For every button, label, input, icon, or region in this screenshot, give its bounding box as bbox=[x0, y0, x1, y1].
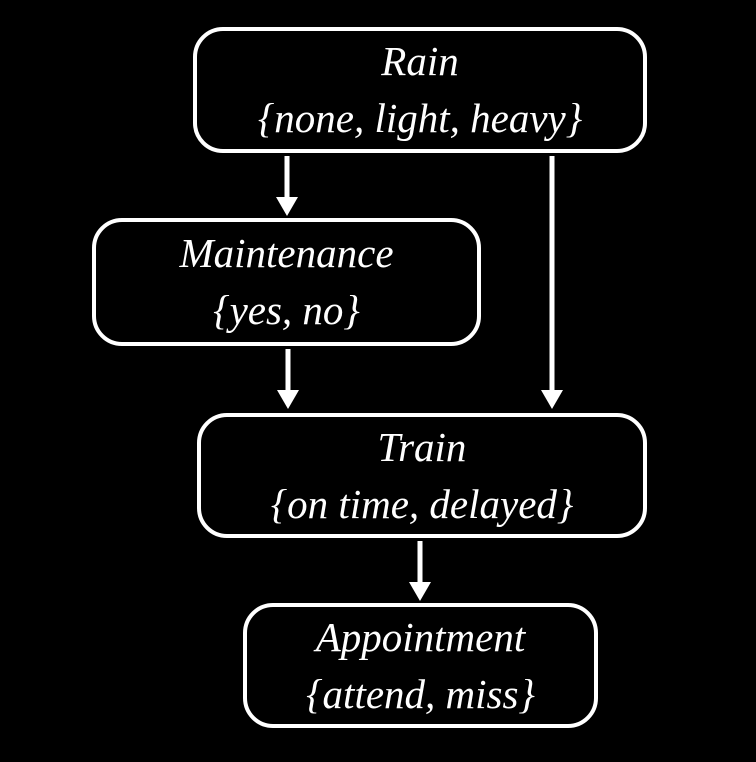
node-appointment-domain: {attend, miss} bbox=[306, 670, 535, 717]
node-maintenance-name: Maintenance bbox=[179, 230, 394, 277]
node-train: Train {on time, delayed} bbox=[197, 413, 647, 538]
node-rain-domain: {none, light, heavy} bbox=[257, 95, 583, 141]
node-rain: Rain {none, light, heavy} bbox=[193, 27, 647, 153]
node-appointment-name: Appointment bbox=[315, 613, 526, 660]
edge-maintenance-to-train bbox=[277, 349, 299, 409]
node-maintenance-domain: {yes, no} bbox=[213, 287, 360, 333]
edge-rain-to-train bbox=[541, 156, 563, 409]
edge-train-to-appointment bbox=[409, 541, 431, 601]
node-rain-name: Rain bbox=[381, 38, 459, 85]
node-train-domain: {on time, delayed} bbox=[270, 480, 574, 527]
node-train-name: Train bbox=[377, 423, 467, 470]
node-maintenance: Maintenance {yes, no} bbox=[92, 218, 481, 346]
edge-rain-to-maintenance bbox=[276, 156, 298, 216]
node-appointment: Appointment {attend, miss} bbox=[243, 603, 598, 728]
